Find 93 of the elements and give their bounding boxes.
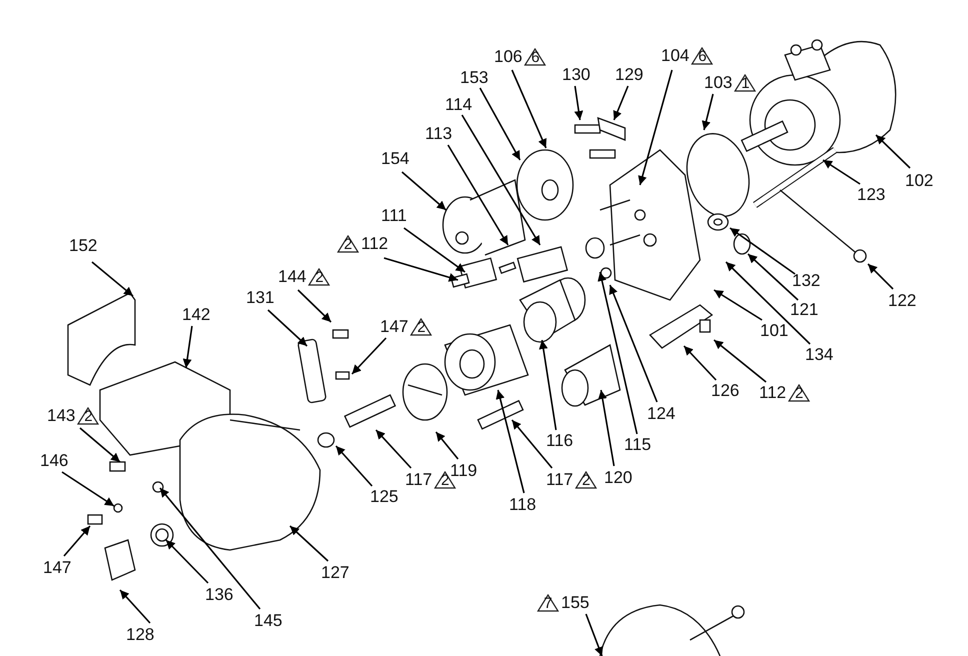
- callout-number: 112: [361, 235, 388, 253]
- leader-arrow: [822, 159, 860, 185]
- callout-number: 112: [759, 384, 786, 402]
- warning-triangle-note: 6: [691, 47, 714, 65]
- leader-arrow: [574, 86, 584, 120]
- callout-number: 130: [562, 66, 590, 84]
- callout-number: 129: [615, 66, 644, 84]
- leader-arrow: [598, 390, 615, 466]
- callout-number: 145: [254, 612, 282, 630]
- leader-arrow: [638, 70, 673, 186]
- callout-number: 127: [321, 564, 350, 582]
- warning-triangle-note: 2: [788, 384, 810, 402]
- leader-arrow: [375, 429, 412, 469]
- callout-number: 126: [711, 382, 740, 400]
- leader-arrow: [538, 340, 557, 430]
- leader-arrow: [598, 272, 638, 434]
- leader-arrow: [496, 390, 525, 494]
- leader-arrow: [62, 471, 114, 507]
- leader-arrow: [702, 94, 714, 130]
- callout-number: 122: [888, 292, 916, 310]
- callout-number: 111: [381, 207, 407, 225]
- callout-number: 118: [509, 496, 536, 514]
- leader-arrow: [91, 261, 134, 297]
- callout-number: 155: [561, 594, 590, 612]
- leader-arrow: [384, 257, 458, 282]
- callout-number: 128: [126, 626, 154, 644]
- callout-number: 124: [647, 405, 676, 423]
- warning-triangle-note: 2: [337, 235, 359, 253]
- callout-number: 113: [425, 125, 452, 143]
- callout-number: 125: [370, 488, 398, 506]
- callout-number: 114: [445, 96, 472, 114]
- leader-arrow: [714, 289, 762, 321]
- callout-number: 136: [205, 586, 234, 604]
- leader-arrow: [867, 263, 894, 290]
- leader-arrow: [613, 86, 629, 120]
- callout-number: 147: [43, 559, 72, 577]
- leader-arrow: [747, 253, 799, 301]
- leader-arrow: [401, 171, 447, 211]
- leader-arrow: [461, 114, 541, 246]
- leader-arrow: [435, 432, 459, 460]
- callout-number: 152: [69, 237, 98, 255]
- leader-arrow: [351, 337, 387, 375]
- leader-arrow: [267, 309, 308, 347]
- callout-number: 115: [624, 436, 652, 454]
- leader-arrow: [511, 419, 553, 469]
- callout-number: 120: [604, 469, 632, 487]
- callout-number: 103: [704, 74, 732, 92]
- callout-number: 143: [47, 407, 76, 425]
- leader-arrow: [725, 261, 811, 345]
- leader-arrow: [447, 144, 509, 246]
- callout-number: 144: [278, 268, 306, 286]
- leader-arrow: [609, 284, 658, 402]
- callout-number: 106: [494, 48, 522, 66]
- leader-arrow: [683, 345, 717, 381]
- leader-arrow: [79, 427, 121, 463]
- leader-arrow: [119, 589, 151, 624]
- leader-arrow: [182, 326, 193, 368]
- leader-arrow: [404, 227, 466, 273]
- leader-arrow: [159, 487, 261, 610]
- callout-number: 116: [546, 432, 574, 450]
- leader-arrow: [511, 70, 547, 148]
- warning-triangle-note: 1: [734, 74, 756, 92]
- leader-arrow: [585, 614, 603, 656]
- leader-arrow: [479, 88, 521, 160]
- callout-number: 154: [381, 150, 410, 168]
- callout-number: 147: [380, 318, 408, 336]
- callout-number: 153: [460, 69, 488, 87]
- leader-arrow: [289, 525, 329, 562]
- callout-number: 104: [661, 47, 690, 65]
- callout-number: 146: [40, 452, 68, 470]
- callout-number: 101: [760, 322, 788, 340]
- callout-number: 132: [792, 272, 820, 290]
- callout-number: 121: [790, 301, 818, 319]
- callout-number: 102: [905, 172, 934, 190]
- leader-arrow: [165, 539, 209, 584]
- warning-triangle-note: 2: [575, 471, 598, 489]
- warning-triangle-note: 6: [524, 48, 546, 66]
- leader-arrow: [297, 289, 332, 323]
- leader-arrow: [730, 227, 796, 275]
- warning-triangle-note: 7: [537, 594, 559, 612]
- callout-number: 117: [405, 471, 432, 489]
- warning-triangle-note: 2: [77, 407, 100, 425]
- callout-number: 123: [857, 186, 886, 204]
- callout-number: 134: [805, 346, 834, 364]
- warning-triangle-note: 2: [410, 318, 432, 336]
- callout-number: 131: [246, 289, 274, 307]
- leader-arrow: [63, 525, 91, 557]
- warning-triangle-note: 2: [308, 268, 330, 286]
- callout-number: 117: [546, 471, 574, 489]
- callout-number: 142: [182, 306, 210, 324]
- leader-arrow: [714, 339, 766, 383]
- leader-arrow: [335, 445, 373, 487]
- leader-arrow: [875, 134, 911, 169]
